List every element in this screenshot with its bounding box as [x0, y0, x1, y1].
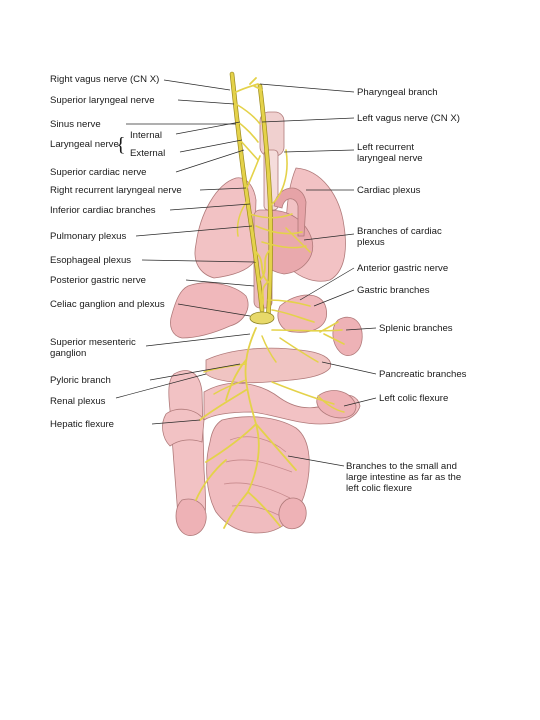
- label-external: External: [130, 148, 165, 159]
- label-hepatic-flexure: Hepatic flexure: [50, 419, 114, 430]
- label-branches-cardiac: Branches of cardiac: [357, 226, 442, 237]
- pancreas: [205, 347, 332, 384]
- label-right-recurrent: Right recurrent laryngeal nerve: [50, 185, 182, 196]
- label-intestine-1: Branches to the small and: [346, 461, 457, 472]
- label-posterior-gastric: Posterior gastric nerve: [50, 275, 146, 286]
- label-cardiac-plexus: Cardiac plexus: [357, 185, 421, 196]
- label-pancreatic-branches: Pancreatic branches: [379, 369, 467, 380]
- label-splenic-branches: Splenic branches: [379, 323, 453, 334]
- left-labels: Right vagus nerve (CN X) Superior laryng…: [50, 74, 182, 430]
- recurrent-laryngeal-nerve: [245, 149, 288, 207]
- label-right-vagus: Right vagus nerve (CN X): [50, 74, 159, 85]
- right-lung: [194, 177, 257, 279]
- right-labels: Pharyngeal branch Left vagus nerve (CN X…: [346, 87, 467, 494]
- laryngeal-branches: [235, 103, 261, 161]
- label-left-recurrent: Left recurrent: [357, 142, 414, 153]
- label-intestine-3: left colic flexure: [346, 483, 412, 494]
- cecum: [175, 498, 207, 536]
- descending-colon: [278, 497, 307, 530]
- label-laryngeal-nerve-right: laryngeal nerve: [357, 153, 423, 164]
- left-vagus-trunk: [258, 84, 273, 322]
- celiac-ganglion: [249, 311, 275, 325]
- left-colic-flexure: [316, 390, 357, 419]
- intestine-fold-1: [223, 436, 293, 519]
- label-intestine-2: large intestine as far as the: [346, 472, 461, 483]
- label-plexus: plexus: [357, 237, 385, 248]
- stomach: [277, 294, 327, 333]
- label-superior-laryngeal: Superior laryngeal nerve: [50, 95, 155, 106]
- leader-lines: [115, 79, 377, 467]
- label-anterior-gastric: Anterior gastric nerve: [357, 263, 448, 274]
- cardiac-plexus-nerves: [236, 199, 311, 253]
- spleen: [332, 316, 363, 356]
- label-gastric-branches: Gastric branches: [357, 285, 430, 296]
- label-left-colic-flexure: Left colic flexure: [379, 393, 448, 404]
- label-superior-mesenteric: Superior mesenteric: [50, 337, 136, 348]
- label-laryngeal-nerve: Laryngeal nerve: [50, 139, 119, 150]
- pancreatic-branches-nerves: [261, 335, 319, 363]
- label-esophageal-plexus: Esophageal plexus: [50, 255, 131, 266]
- brace: {: [116, 134, 126, 156]
- gastric-branches-nerves: [267, 299, 315, 323]
- hepatic-flexure: [162, 408, 205, 447]
- splenic-branches-nerves: [271, 321, 345, 345]
- pharyngeal-branch-nerve: [235, 77, 263, 93]
- nerves: [195, 71, 345, 529]
- label-celiac: Celiac ganglion and plexus: [50, 299, 165, 310]
- aorta: [273, 187, 307, 237]
- esophageal-plexus-nerves: [255, 249, 271, 307]
- label-pulmonary-plexus: Pulmonary plexus: [50, 231, 126, 242]
- label-inferior-cardiac: Inferior cardiac branches: [50, 205, 156, 216]
- label-sinus-nerve: Sinus nerve: [50, 119, 101, 130]
- liver: [170, 282, 249, 339]
- left-colic-nerves: [271, 381, 345, 413]
- label-pharyngeal-branch: Pharyngeal branch: [357, 87, 438, 98]
- label-internal: Internal: [130, 130, 162, 141]
- label-ganglion: ganglion: [50, 348, 86, 359]
- label-pyloric: Pyloric branch: [50, 375, 111, 386]
- label-renal-plexus: Renal plexus: [50, 396, 106, 407]
- label-left-vagus: Left vagus nerve (CN X): [357, 113, 460, 124]
- label-superior-cardiac: Superior cardiac nerve: [50, 167, 147, 178]
